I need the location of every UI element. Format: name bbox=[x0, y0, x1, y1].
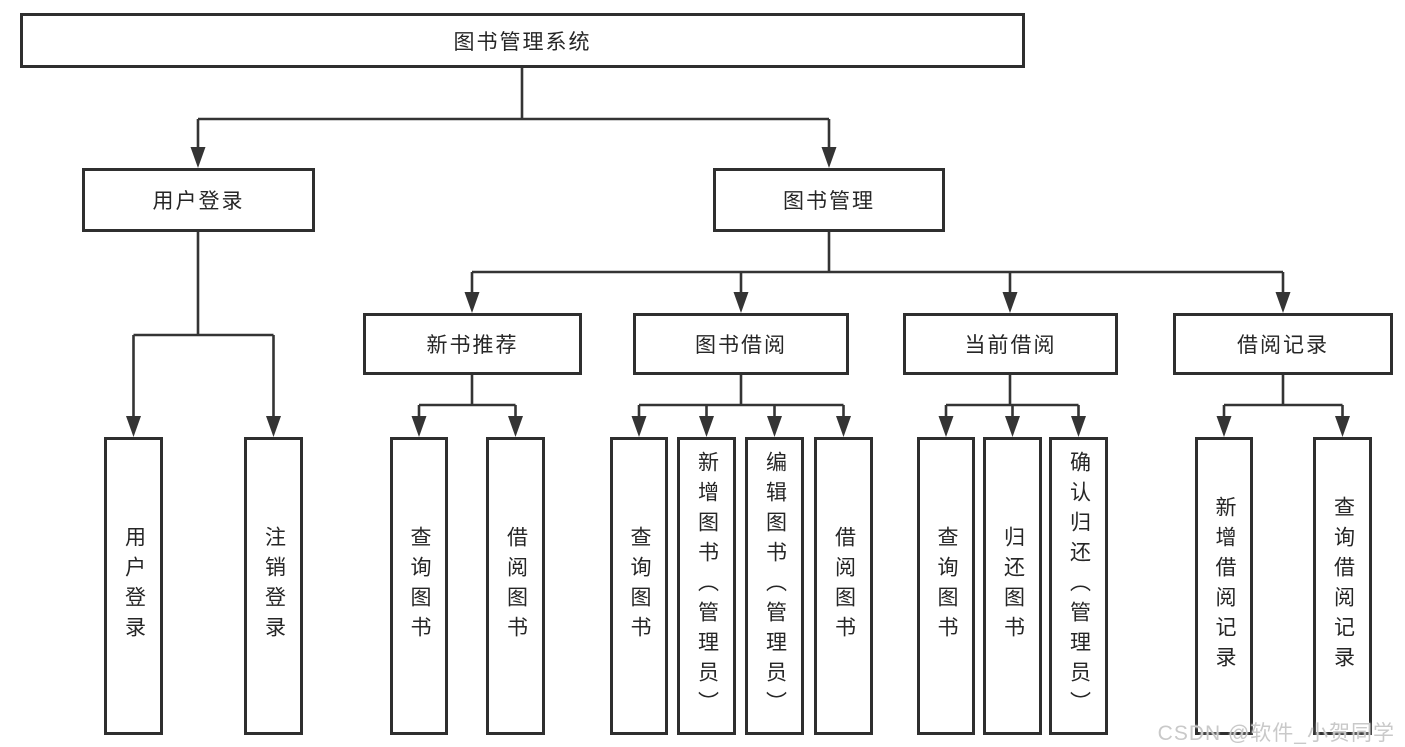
arrowhead-icon bbox=[411, 416, 427, 437]
node-rec: 新书推荐 bbox=[363, 313, 582, 375]
node-log-add: 新增借阅记录 bbox=[1195, 437, 1253, 735]
arrowhead-icon bbox=[836, 416, 851, 437]
arrowhead-icon bbox=[126, 416, 141, 437]
arrowhead-icon bbox=[1005, 416, 1020, 437]
node-label: 新增借阅记录 bbox=[1213, 496, 1236, 676]
node-borrow-borrow: 借阅图书 bbox=[814, 437, 873, 735]
arrowhead-icon bbox=[733, 292, 749, 313]
node-label: 图书借阅 bbox=[695, 334, 787, 357]
node-label: 查询图书 bbox=[628, 526, 651, 646]
node-label: 确认归还（管理员） bbox=[1067, 451, 1091, 721]
arrowhead-icon bbox=[631, 416, 647, 437]
node-label: 查询借阅记录 bbox=[1331, 496, 1355, 676]
node-records: 借阅记录 bbox=[1173, 313, 1393, 375]
node-rec-query: 查询图书 bbox=[390, 437, 448, 735]
arrowhead-icon bbox=[266, 416, 281, 437]
node-label: 借阅图书 bbox=[832, 526, 856, 646]
arrowhead-icon bbox=[1275, 292, 1291, 313]
node-label: 图书管理 bbox=[783, 190, 875, 213]
arrowhead-icon bbox=[1071, 416, 1086, 437]
node-borrow-edit: 编辑图书（管理员） bbox=[745, 437, 804, 735]
node-login-user: 用户登录 bbox=[104, 437, 163, 735]
node-label: 图书管理系统 bbox=[453, 30, 592, 54]
watermark: CSDN @软件_小贺同学 bbox=[1157, 722, 1395, 745]
node-label: 注销登录 bbox=[262, 526, 286, 646]
node-root: 图书管理系统 bbox=[20, 13, 1025, 68]
arrowhead-icon bbox=[190, 147, 206, 168]
node-label: 借阅图书 bbox=[504, 526, 528, 646]
node-label: 归还图书 bbox=[1001, 526, 1025, 646]
arrowhead-icon bbox=[1002, 292, 1018, 313]
node-log-query: 查询借阅记录 bbox=[1313, 437, 1372, 735]
node-label: 新增图书（管理员） bbox=[695, 451, 719, 721]
arrowhead-icon bbox=[1216, 416, 1232, 437]
node-label: 查询图书 bbox=[935, 526, 958, 646]
node-label: 用户登录 bbox=[152, 190, 245, 213]
node-cur-confirm: 确认归还（管理员） bbox=[1049, 437, 1108, 735]
arrowhead-icon bbox=[767, 416, 782, 437]
node-label: 用户登录 bbox=[122, 526, 146, 646]
node-label: 编辑图书（管理员） bbox=[763, 451, 787, 721]
node-login-logout: 注销登录 bbox=[244, 437, 303, 735]
arrowhead-icon bbox=[508, 416, 523, 437]
node-label: 查询图书 bbox=[408, 526, 431, 646]
node-mgmt: 图书管理 bbox=[713, 168, 945, 232]
arrowhead-icon bbox=[1335, 416, 1350, 437]
arrowhead-icon bbox=[464, 292, 480, 313]
node-label: 新书推荐 bbox=[426, 334, 519, 357]
arrowhead-icon bbox=[821, 147, 837, 168]
node-borrow-query: 查询图书 bbox=[610, 437, 668, 735]
node-login: 用户登录 bbox=[82, 168, 315, 232]
node-rec-borrow: 借阅图书 bbox=[486, 437, 545, 735]
node-current: 当前借阅 bbox=[903, 313, 1118, 375]
node-label: 借阅记录 bbox=[1237, 334, 1329, 357]
node-borrow: 图书借阅 bbox=[633, 313, 849, 375]
arrowhead-icon bbox=[938, 416, 954, 437]
arrowhead-icon bbox=[699, 416, 714, 437]
node-cur-query: 查询图书 bbox=[917, 437, 975, 735]
node-label: 当前借阅 bbox=[964, 334, 1057, 357]
node-borrow-add: 新增图书（管理员） bbox=[677, 437, 736, 735]
node-cur-return: 归还图书 bbox=[983, 437, 1042, 735]
